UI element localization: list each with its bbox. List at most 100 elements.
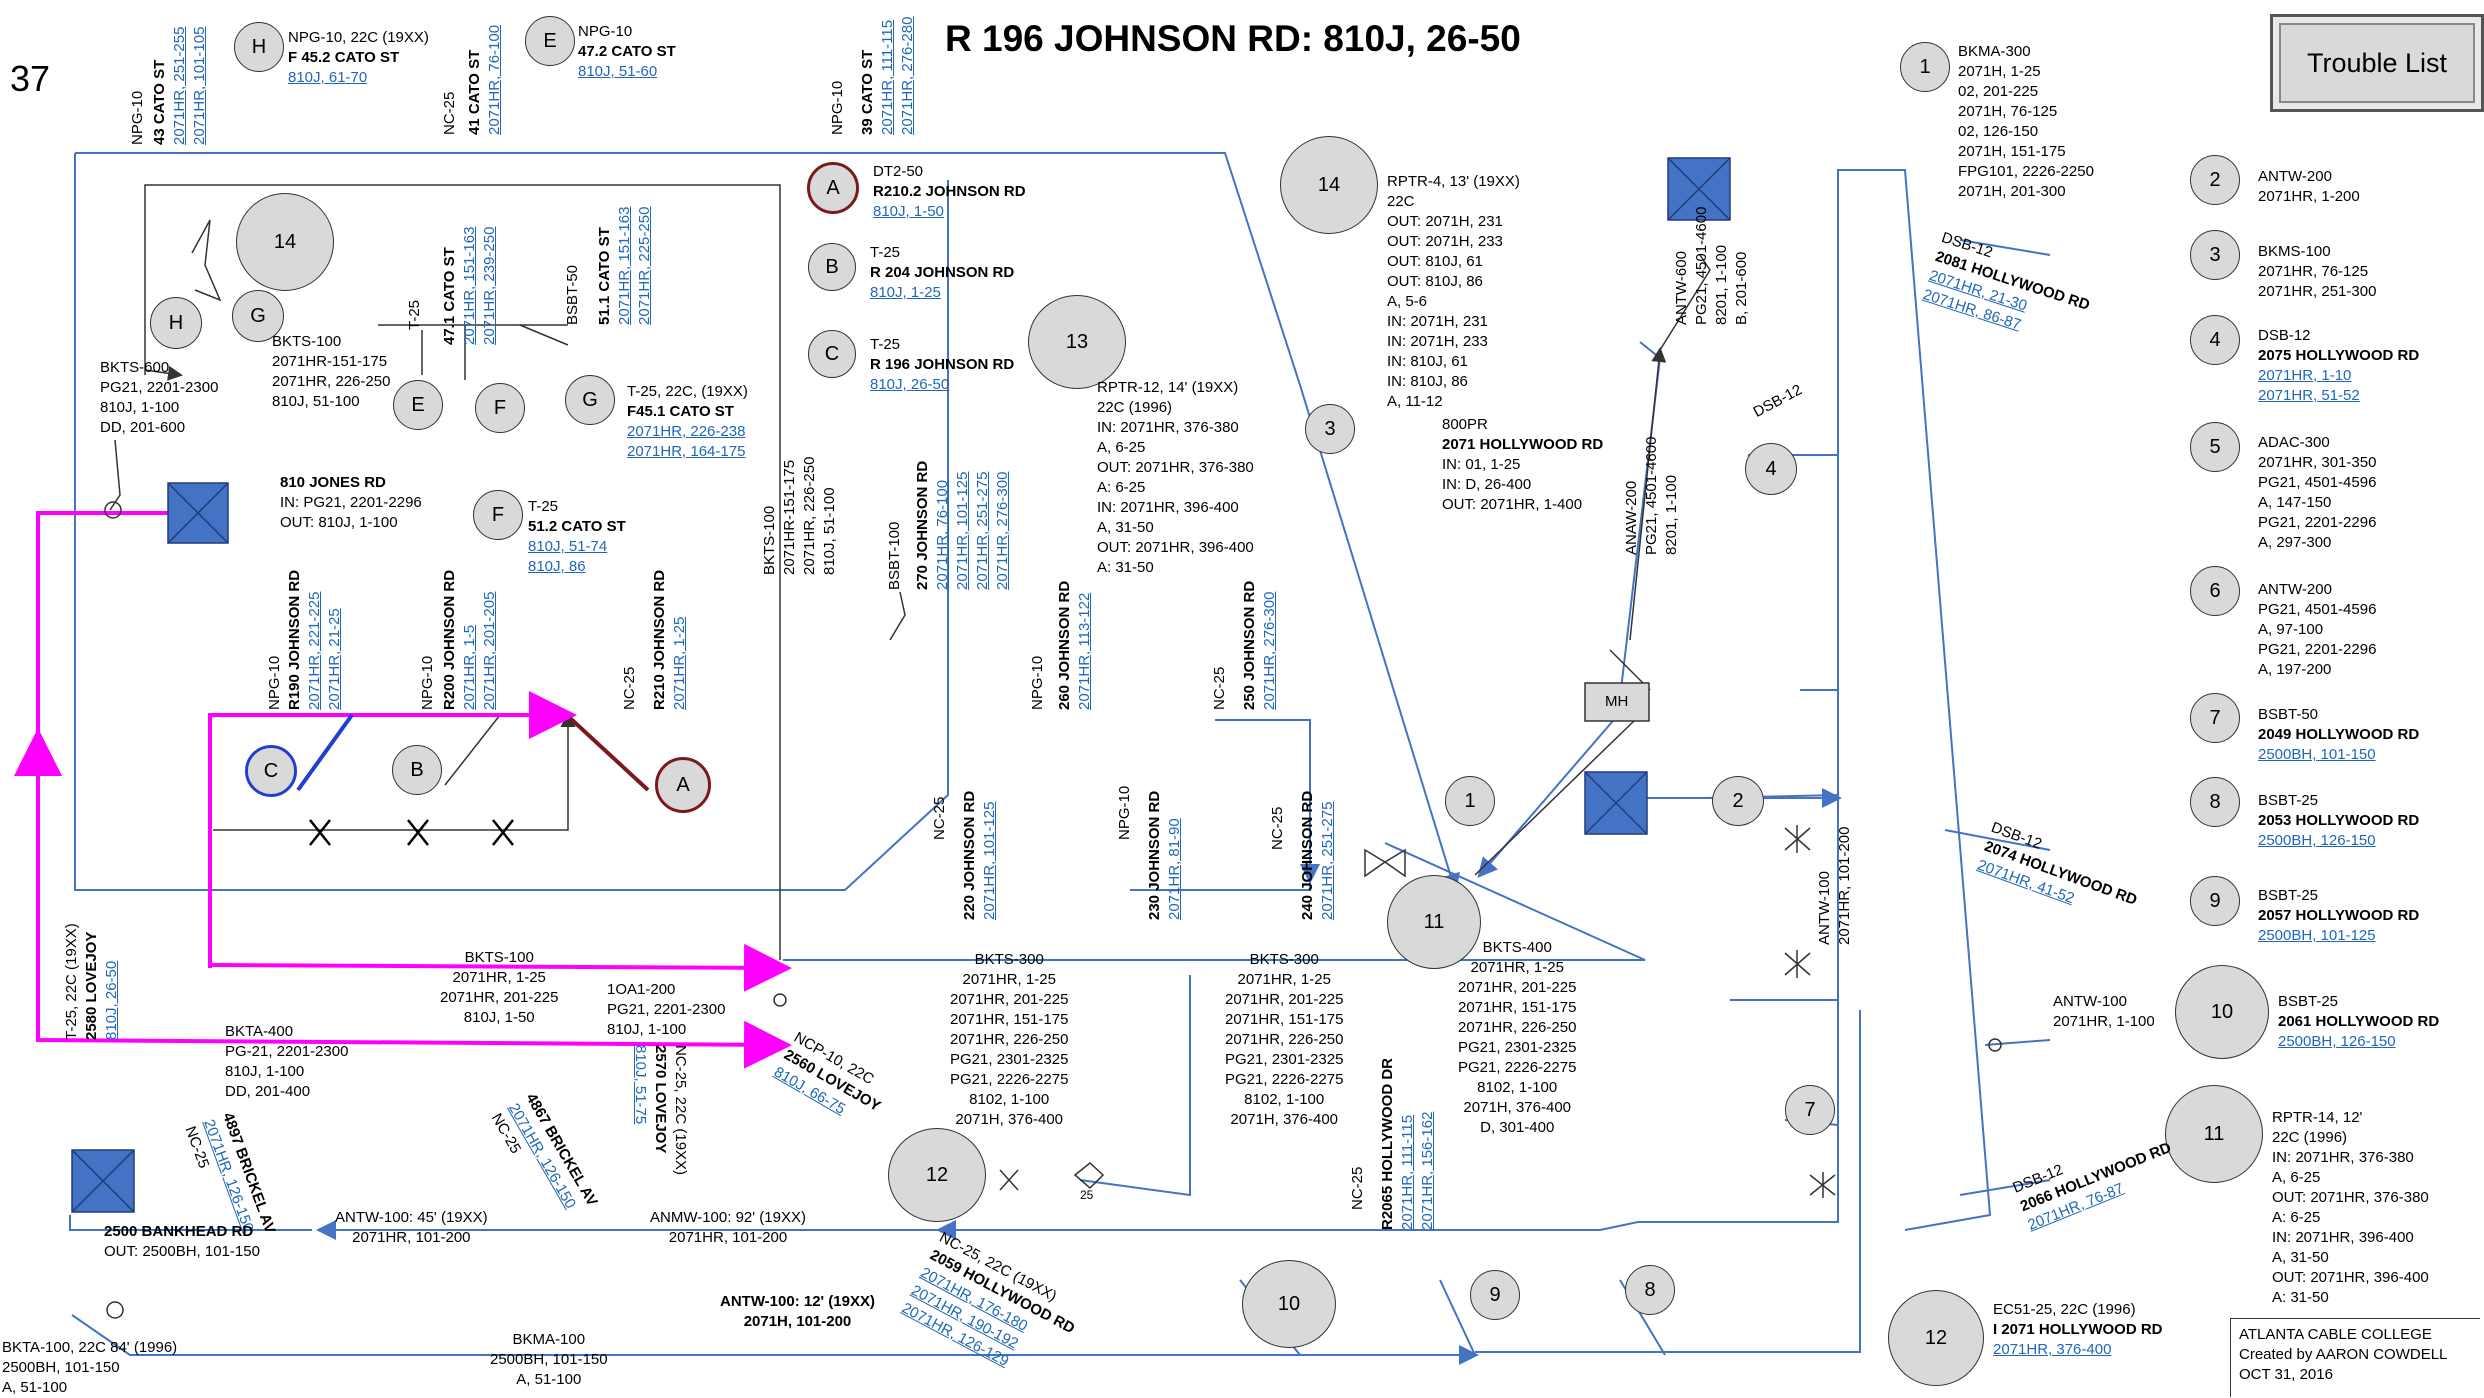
label-39-cato: 39 CATO ST 2071HR, 111-115 2071HR, 276-2… [858,17,918,135]
label-antw200-b: ANTW-200PG21, 4501-4596 A, 97-100PG21, 2… [2258,580,2376,680]
node-3-right[interactable]: 3 [2190,230,2240,280]
a-drop-stroke [570,718,648,790]
credit-box: ATLANTA CABLE COLLEGE Created by AARON C… [2230,1318,2480,1397]
label-250-johnson: 250 JOHNSON RD 2071HR, 276-300 [1240,581,1280,710]
label-bkts100-b: BKTS-1002071HR, 1-25 2071HR, 201-225810J… [440,948,558,1028]
label-r200-a: NPG-10 [418,656,438,710]
label-bkta100-84: BKTA-100, 22C 84' (1996)2500BH, 101-150 … [2,1338,177,1398]
node-5-right[interactable]: 5 [2190,422,2240,472]
label-270-johnson: 270 JOHNSON RD 2071HR, 76-100 2071HR, 10… [913,461,1013,590]
node-1-right[interactable]: 1 [1900,42,1950,92]
node-h-left[interactable]: H [150,297,202,349]
label-2057-hollywood: BSBT-25 2057 HOLLYWOOD RD 2500BH, 101-12… [2258,886,2419,946]
label-jones: 810 JONES RD IN: PG21, 2201-2296 OUT: 81… [280,473,422,533]
node-f-mid[interactable]: F [475,383,525,433]
label-260-johnson: 260 JOHNSON RD 2071HR, 113-122 [1055,581,1095,710]
label-antw100-45: ANTW-100: 45' (19XX)2071HR, 101-200 [335,1208,488,1248]
label-rptr14: RPTR-14, 12'22C (1996) IN: 2071HR, 376-3… [2272,1108,2429,1308]
label-h-top: NPG-10, 22C (19XX) F 45.2 CATO ST 810J, … [288,28,429,88]
node-b-legend[interactable]: B [808,243,856,291]
label-antw600: ANTW-600PG21, 4501-4600 8201, 1-100B, 20… [1672,207,1752,325]
node-e-top[interactable]: E [525,16,575,66]
node-6-right[interactable]: 6 [2190,566,2240,616]
label-f-jones: T-25 51.2 CATO ST 810J, 51-74 810J, 86 [528,497,626,577]
label-2570-lovejoy: NC-25, 22C (19XX) 2570 LOVEJOY 810J, 51-… [630,1045,690,1175]
label-nc25-220: NC-25 [930,797,950,840]
label-bkma100: BKMA-1002500BH, 101-150 A, 51-100 [490,1330,608,1390]
node-14-left[interactable]: 14 [236,193,334,291]
label-antw100-12: ANTW-100: 12' (19XX)2071H, 101-200 [720,1292,875,1332]
node-g-mid[interactable]: G [565,375,615,425]
label-npg10-39: NPG-10 [828,81,848,135]
node-14-center[interactable]: 14 [1280,136,1378,234]
label-c-legend: T-25 R 196 JOHNSON RD 810J, 26-50 [870,335,1014,395]
node-11-right[interactable]: 11 [2165,1085,2263,1183]
page-number: 37 [10,58,50,100]
node-10-right[interactable]: 10 [2175,965,2269,1059]
node-1-center[interactable]: 1 [1445,776,1495,826]
label-pole-25: 25 [1080,1185,1093,1205]
label-511-cato: 51.1 CATO ST 2071HR, 151-163 2071HR, 225… [595,207,655,325]
node-4-right[interactable]: 4 [2190,315,2240,365]
node-8-right[interactable]: 8 [2190,777,2240,827]
label-r210: R210 JOHNSON RD 2071HR, 1-25 [650,570,690,710]
node-12-bottom[interactable]: 12 [888,1128,986,1222]
label-2580-lovejoy: T-25, 22C (19XX) 2580 LOVEJOY 810J, 26-5… [62,923,122,1040]
node-13[interactable]: 13 [1028,295,1126,389]
label-r2065-a: NC-25 [1348,1167,1368,1210]
node-f-jones[interactable]: F [473,490,523,540]
label-npg10-43: NPG-10 [128,91,148,145]
label-nc25-250: NC-25 [1210,667,1230,710]
node-9-bottom[interactable]: 9 [1470,1270,1520,1320]
label-r210-a: NC-25 [620,667,640,710]
label-anmw100-92: ANMW-100: 92' (19XX)2071HR, 101-200 [650,1208,806,1248]
node-a-legend[interactable]: A [807,162,859,214]
node-10-bottom[interactable]: 10 [1242,1260,1336,1348]
terminal-box-jones [168,483,228,543]
node-c-blue[interactable]: C [245,745,297,797]
label-g-mid: T-25, 22C, (19XX) F45.1 CATO ST 2071HR, … [627,382,748,462]
node-4[interactable]: 4 [1745,443,1797,495]
label-2061-hollywood: BSBT-25 2061 HOLLYWOOD RD 2500BH, 126-15… [2278,992,2439,1052]
node-7[interactable]: 7 [1785,1085,1835,1135]
label-bsbt100: BSBT-100 [885,522,905,590]
node-2-center[interactable]: 2 [1712,776,1764,826]
node-3[interactable]: 3 [1305,404,1355,454]
node-8-bottom[interactable]: 8 [1625,1265,1675,1315]
node-h-top[interactable]: H [234,22,284,72]
node-12-right[interactable]: 12 [1888,1290,1984,1386]
label-43-cato: 43 CATO ST 2071HR, 251-255 2071HR, 101-1… [150,27,210,145]
label-a-legend: DT2-50 R210.2 JOHNSON RD 810J, 1-50 [873,162,1026,222]
page-title: R 196 JOHNSON RD: 810J, 26-50 [945,18,1521,60]
node-7-right[interactable]: 7 [2190,693,2240,743]
trouble-list-button[interactable]: Trouble List [2270,14,2484,112]
node-b-mid[interactable]: B [392,745,442,795]
label-bankhead: 2500 BANKHEAD RD OUT: 2500BH, 101-150 [104,1222,260,1262]
label-rptr12: RPTR-12, 14' (19XX)22C (1996) IN: 2071HR… [1097,378,1254,578]
label-bkts100-v: BKTS-1002071HR-151-175 2071HR, 226-25081… [760,457,840,575]
label-41-cato: 41 CATO ST 2071HR, 76-100 [465,25,505,135]
label-t25-471: T-25 [405,300,425,330]
node-9-right[interactable]: 9 [2190,876,2240,926]
c-drop-stroke [298,715,352,790]
label-r200: R200 JOHNSON RD 2071HR, 1-5 2071HR, 201-… [440,570,500,710]
node-e-mid[interactable]: E [393,380,443,430]
label-230-johnson: 230 JOHNSON RD 2071HR, 81-90 [1145,791,1185,920]
label-ec51: EC51-25, 22C (1996) I 2071 HOLLYWOOD RD … [1993,1300,2162,1360]
node-c-legend[interactable]: C [808,330,856,378]
label-npg10-230: NPG-10 [1115,786,1135,840]
label-240-johnson: 240 JOHNSON RD 2071HR, 251-275 [1298,791,1338,920]
node-a-red[interactable]: A [655,757,711,813]
terminal-box-mh [1585,772,1647,834]
node-2-right[interactable]: 2 [2190,155,2240,205]
label-antw100-10: ANTW-1002071HR, 1-100 [2053,992,2155,1032]
label-r2065: R2065 HOLLYWOOD DR 2071HR, 111-115 2071H… [1378,1058,1438,1230]
